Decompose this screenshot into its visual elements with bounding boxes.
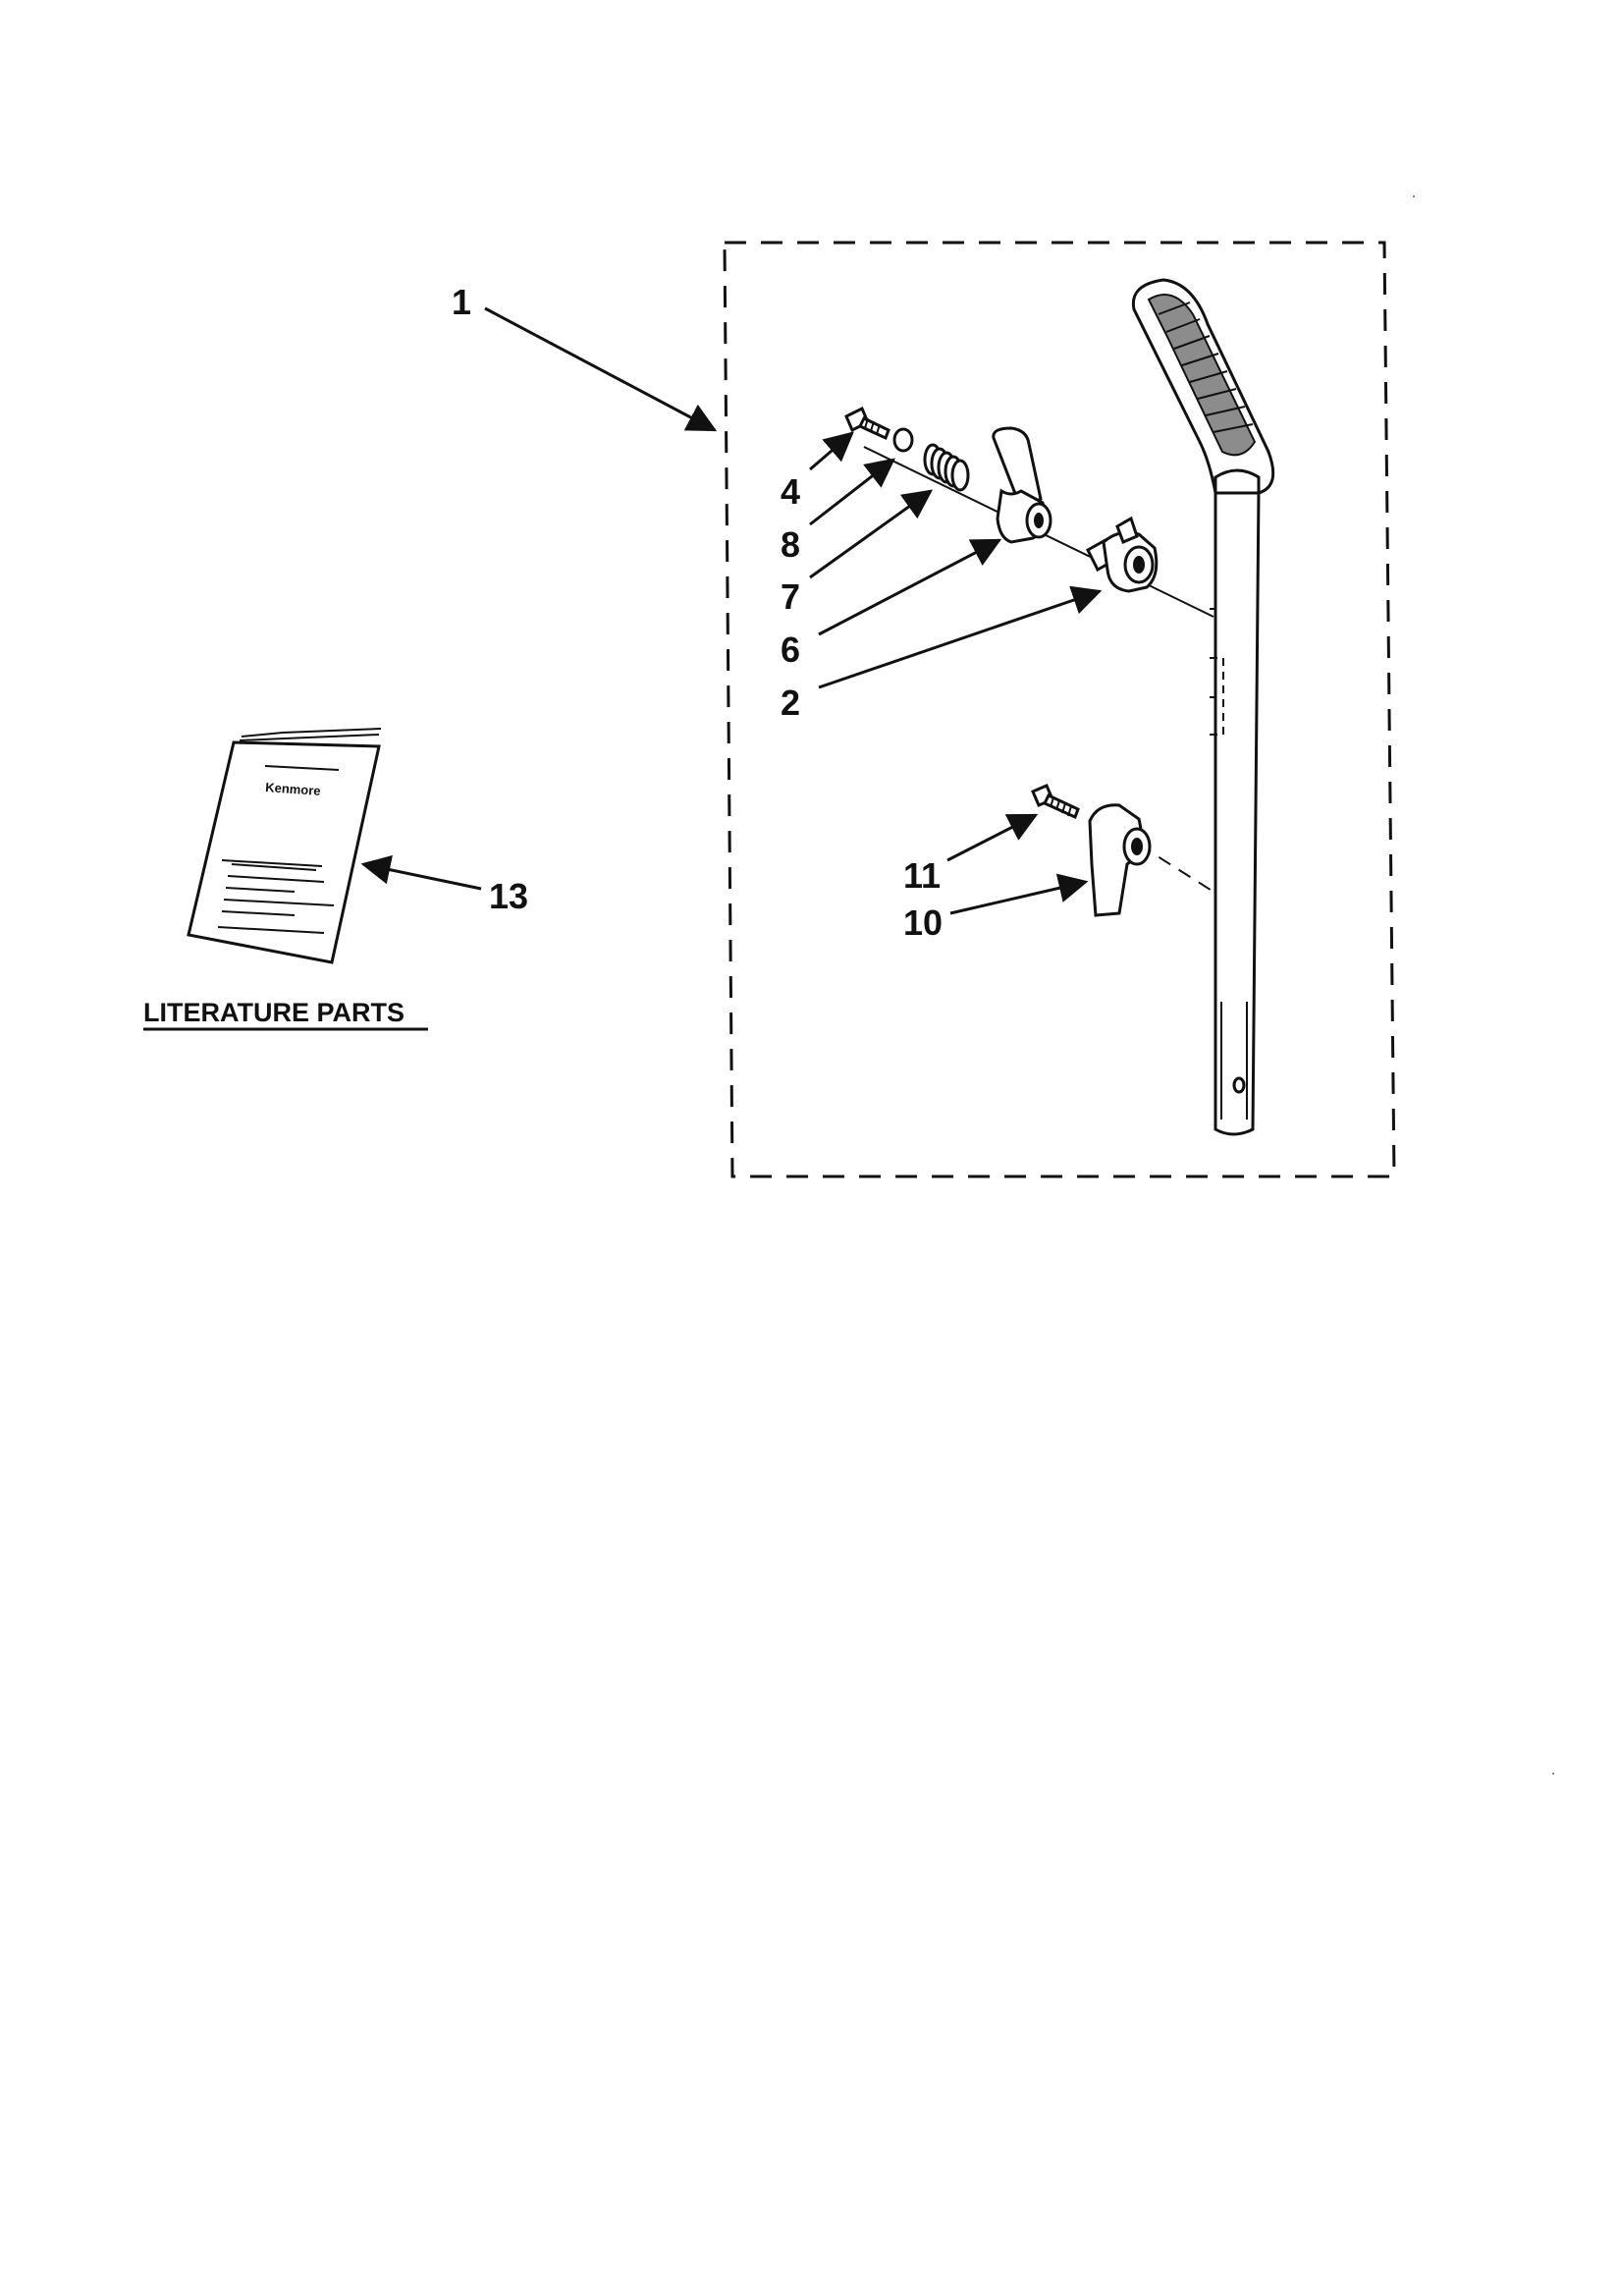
leader-7	[809, 489, 934, 579]
callout-13: 13	[489, 876, 528, 916]
leader-10	[949, 873, 1089, 915]
callout-11: 11	[903, 855, 941, 896]
assembly-axis-lower	[1138, 844, 1214, 893]
callout-1: 1	[452, 282, 471, 322]
part-4-screw	[844, 406, 890, 441]
part-10-clip	[1088, 803, 1152, 917]
handle-grip	[1131, 278, 1275, 495]
leader-4	[809, 431, 854, 471]
callout-6: 6	[781, 629, 800, 670]
part-6-release-pedal	[992, 426, 1052, 544]
part-7-spring	[923, 443, 970, 492]
leader-2	[818, 585, 1103, 689]
leader-13	[360, 854, 482, 891]
parts-list-booklet: Kenmore	[187, 728, 382, 964]
scan-speck	[1413, 195, 1415, 197]
leader-11	[946, 813, 1039, 862]
booklet-brand: Kenmore	[265, 780, 321, 798]
handle-tube	[1210, 489, 1261, 1136]
leader-1	[484, 306, 718, 432]
mount-indicator	[1210, 657, 1224, 736]
part-8-washer	[892, 427, 914, 453]
part-2-latch	[1086, 516, 1159, 593]
scan-speck	[1552, 1773, 1554, 1775]
callout-4: 4	[781, 471, 800, 512]
callout-2: 2	[781, 683, 800, 723]
kit-boundary-box	[723, 241, 1396, 1178]
leader-6	[818, 538, 1002, 636]
callout-8: 8	[781, 524, 800, 565]
literature-parts-label: LITERATURE PARTS	[143, 998, 404, 1027]
callout-7: 7	[781, 576, 800, 617]
leader-8	[809, 458, 895, 526]
part-11-screw	[1031, 784, 1080, 820]
callout-10: 10	[903, 902, 943, 943]
